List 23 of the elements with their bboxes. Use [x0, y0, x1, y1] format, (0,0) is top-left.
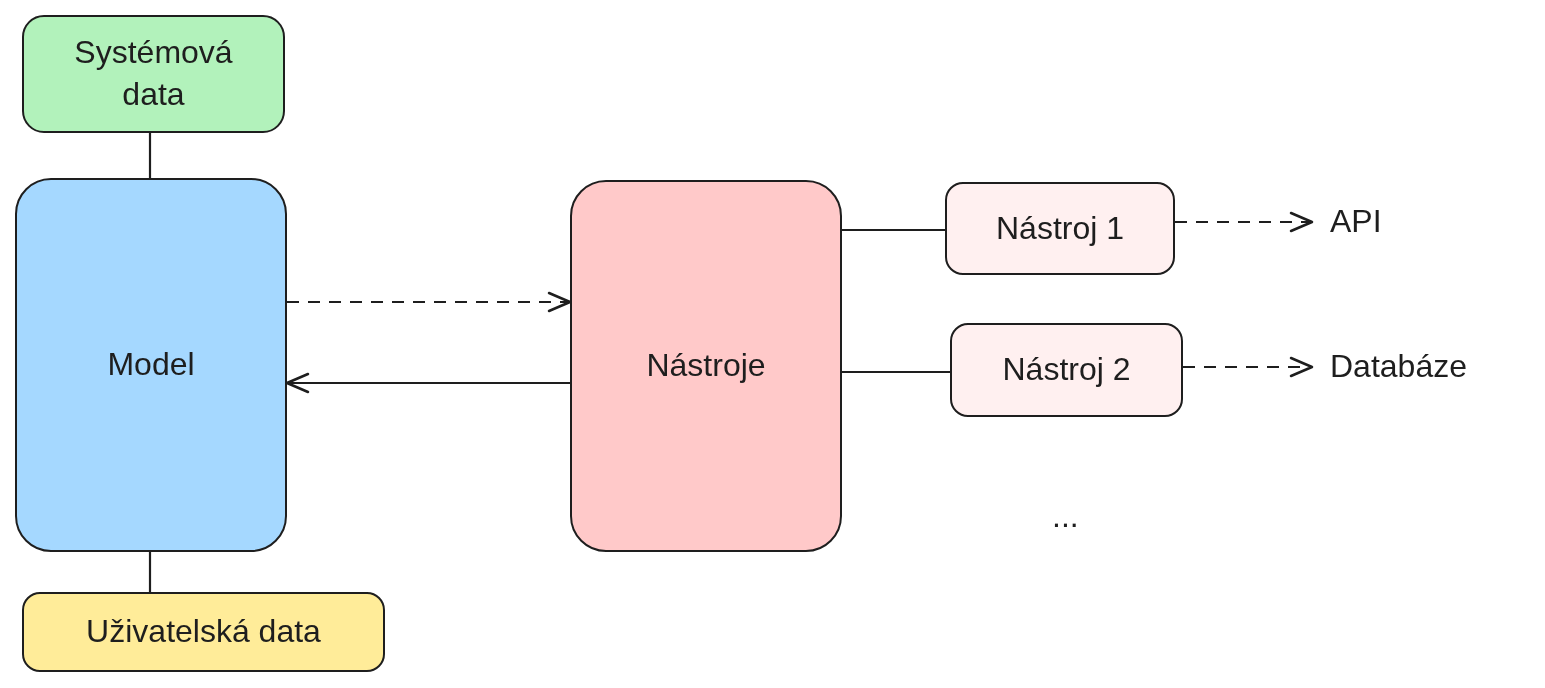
tool-box: [945, 182, 1175, 275]
node-label: Nástroj 1: [995, 208, 1124, 248]
endpoint-label: API: [1312, 202, 1382, 242]
tools-box: [570, 180, 842, 552]
data-source-box: [22, 592, 385, 672]
dashed-arrow: [1183, 356, 1314, 378]
tool-box: [950, 323, 1183, 417]
arrow: [285, 372, 570, 394]
data-source-box: [22, 15, 285, 133]
connector-line: [842, 370, 950, 374]
node-label: Systémová data: [73, 33, 234, 114]
dashed-arrow: [287, 291, 572, 313]
connector-line: [148, 552, 152, 592]
node-label: Model: [107, 345, 195, 385]
node-label: Uživatelská data: [86, 612, 321, 652]
endpoint-label: Databáze: [1312, 347, 1467, 387]
node-label: Nástroj 2: [1002, 350, 1131, 390]
connector-line: [842, 228, 945, 232]
node-label: Nástroje: [646, 346, 766, 386]
connector-line: [148, 133, 152, 178]
model-box: [15, 178, 287, 552]
dashed-arrow: [1175, 211, 1314, 233]
ellipsis-label: ...: [1052, 497, 1079, 536]
